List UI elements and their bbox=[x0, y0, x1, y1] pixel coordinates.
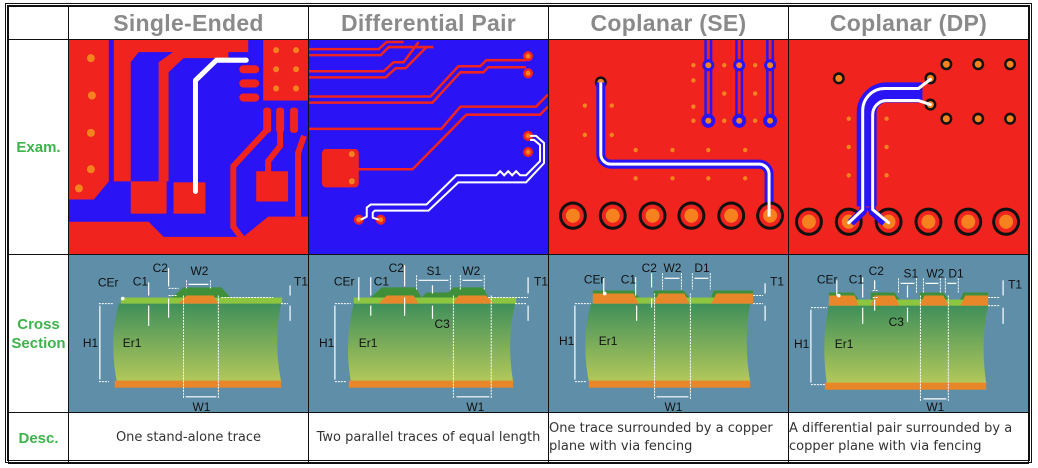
cs-label-er1: Er1 bbox=[359, 336, 378, 350]
cs-label-d1: D1 bbox=[694, 261, 710, 275]
cs-label-c2: C2 bbox=[389, 261, 405, 275]
cs-label-t1: T1 bbox=[770, 274, 784, 288]
cs-label-h1: H1 bbox=[794, 337, 810, 351]
cs-label-w2: W2 bbox=[190, 264, 208, 278]
cross-section-diagram-coplanar-se: CEr C1 C2 W2 D1 T1 H1 Er1 W1 bbox=[549, 255, 788, 412]
cs-label-c1: C1 bbox=[133, 274, 149, 288]
column-header-coplanar-dp: Coplanar (DP) bbox=[788, 6, 1029, 40]
cs-label-w2: W2 bbox=[664, 261, 682, 275]
cs-label-w1: W1 bbox=[466, 400, 484, 412]
description-row: Desc. One stand-alone trace Two parallel… bbox=[8, 412, 1029, 464]
cs-label-d1: D1 bbox=[948, 266, 964, 280]
cs-label-t1: T1 bbox=[534, 274, 548, 288]
cs-label-c1: C1 bbox=[849, 272, 865, 286]
cs-label-c1: C1 bbox=[374, 274, 390, 288]
cs-label-c2: C2 bbox=[153, 261, 169, 275]
cross-section-diagram-differential-pair: CEr C1 C2 S1 W2 T1 C3 H1 Er1 W1 bbox=[309, 255, 548, 412]
cross-section-coplanar-dp: CEr C1 C2 S1 W2 D1 T1 C3 H1 Er1 W1 bbox=[788, 254, 1029, 413]
cs-label-w2: W2 bbox=[462, 264, 480, 278]
cross-section-coplanar-se: CEr C1 C2 W2 D1 T1 H1 Er1 W1 bbox=[548, 254, 789, 413]
cs-label-cer: CEr bbox=[334, 274, 355, 288]
cs-label-c3: C3 bbox=[889, 315, 905, 329]
cs-label-s1: S1 bbox=[904, 266, 919, 280]
row-label-cross: Cross bbox=[17, 315, 60, 333]
cs-label-h1: H1 bbox=[559, 334, 575, 348]
example-single-ended bbox=[68, 39, 309, 255]
cross-section-diagram-coplanar-dp: CEr C1 C2 S1 W2 D1 T1 C3 H1 Er1 W1 bbox=[789, 255, 1028, 412]
cs-label-w1: W1 bbox=[192, 400, 210, 412]
cs-label-er1: Er1 bbox=[835, 337, 854, 351]
description-coplanar-se: One trace surrounded by a copper plane w… bbox=[548, 412, 789, 464]
cs-label-h1: H1 bbox=[319, 336, 335, 350]
pcb-layout-coplanar-dp bbox=[789, 40, 1028, 254]
example-coplanar-dp bbox=[788, 39, 1029, 255]
column-header-coplanar-se: Coplanar (SE) bbox=[548, 6, 789, 40]
cs-label-c1: C1 bbox=[621, 272, 637, 286]
cs-label-t1: T1 bbox=[294, 274, 308, 288]
cs-label-w1: W1 bbox=[665, 400, 683, 412]
cross-section-differential-pair: CEr C1 C2 S1 W2 T1 C3 H1 Er1 W1 bbox=[308, 254, 549, 413]
row-label-section: Section bbox=[11, 334, 66, 352]
cs-label-w2: W2 bbox=[926, 266, 944, 280]
cs-label-er1: Er1 bbox=[599, 334, 618, 348]
cs-label-w1: W1 bbox=[926, 400, 944, 412]
cross-section-diagram-single-ended: CEr C1 C2 W2 T1 H1 Er1 W1 bbox=[69, 255, 308, 412]
comparison-table-frame: Single-Ended Differential Pair Coplanar … bbox=[5, 3, 1032, 464]
pcb-layout-coplanar-se bbox=[549, 40, 788, 254]
cs-label-cer: CEr bbox=[817, 272, 838, 286]
transmission-line-comparison-table: Single-Ended Differential Pair Coplanar … bbox=[8, 6, 1029, 464]
cs-label-t1: T1 bbox=[1008, 277, 1022, 291]
cs-label-c3: C3 bbox=[434, 317, 450, 331]
via-row bbox=[558, 201, 785, 230]
description-coplanar-dp: A differential pair surrounded by a copp… bbox=[788, 412, 1029, 464]
row-label-description: Desc. bbox=[8, 412, 69, 464]
pcb-layout-differential-pair bbox=[309, 40, 548, 254]
row-label-cross-section: Cross Section bbox=[8, 254, 69, 413]
cs-label-c2: C2 bbox=[642, 261, 658, 275]
cross-section-single-ended: CEr C1 C2 W2 T1 H1 Er1 W1 bbox=[68, 254, 309, 413]
cs-label-s1: S1 bbox=[427, 264, 442, 278]
pcb-layout-single-ended bbox=[69, 40, 308, 254]
cs-label-cer: CEr bbox=[98, 275, 119, 289]
description-differential-pair: Two parallel traces of equal length bbox=[308, 412, 549, 464]
example-differential-pair bbox=[308, 39, 549, 255]
column-header-single-ended: Single-Ended bbox=[68, 6, 309, 40]
example-row: Exam. bbox=[8, 39, 1029, 255]
cs-label-c2: C2 bbox=[869, 264, 885, 278]
cs-label-h1: H1 bbox=[83, 336, 99, 350]
row-label-example: Exam. bbox=[8, 39, 69, 255]
corner-cell bbox=[8, 6, 69, 40]
cs-label-er1: Er1 bbox=[123, 336, 142, 350]
cs-label-cer: CEr bbox=[584, 272, 605, 286]
example-coplanar-se bbox=[548, 39, 789, 255]
column-header-differential-pair: Differential Pair bbox=[308, 6, 549, 40]
header-row: Single-Ended Differential Pair Coplanar … bbox=[8, 6, 1029, 40]
cross-section-row: Cross Section bbox=[8, 254, 1029, 413]
description-single-ended: One stand-alone trace bbox=[68, 412, 309, 464]
